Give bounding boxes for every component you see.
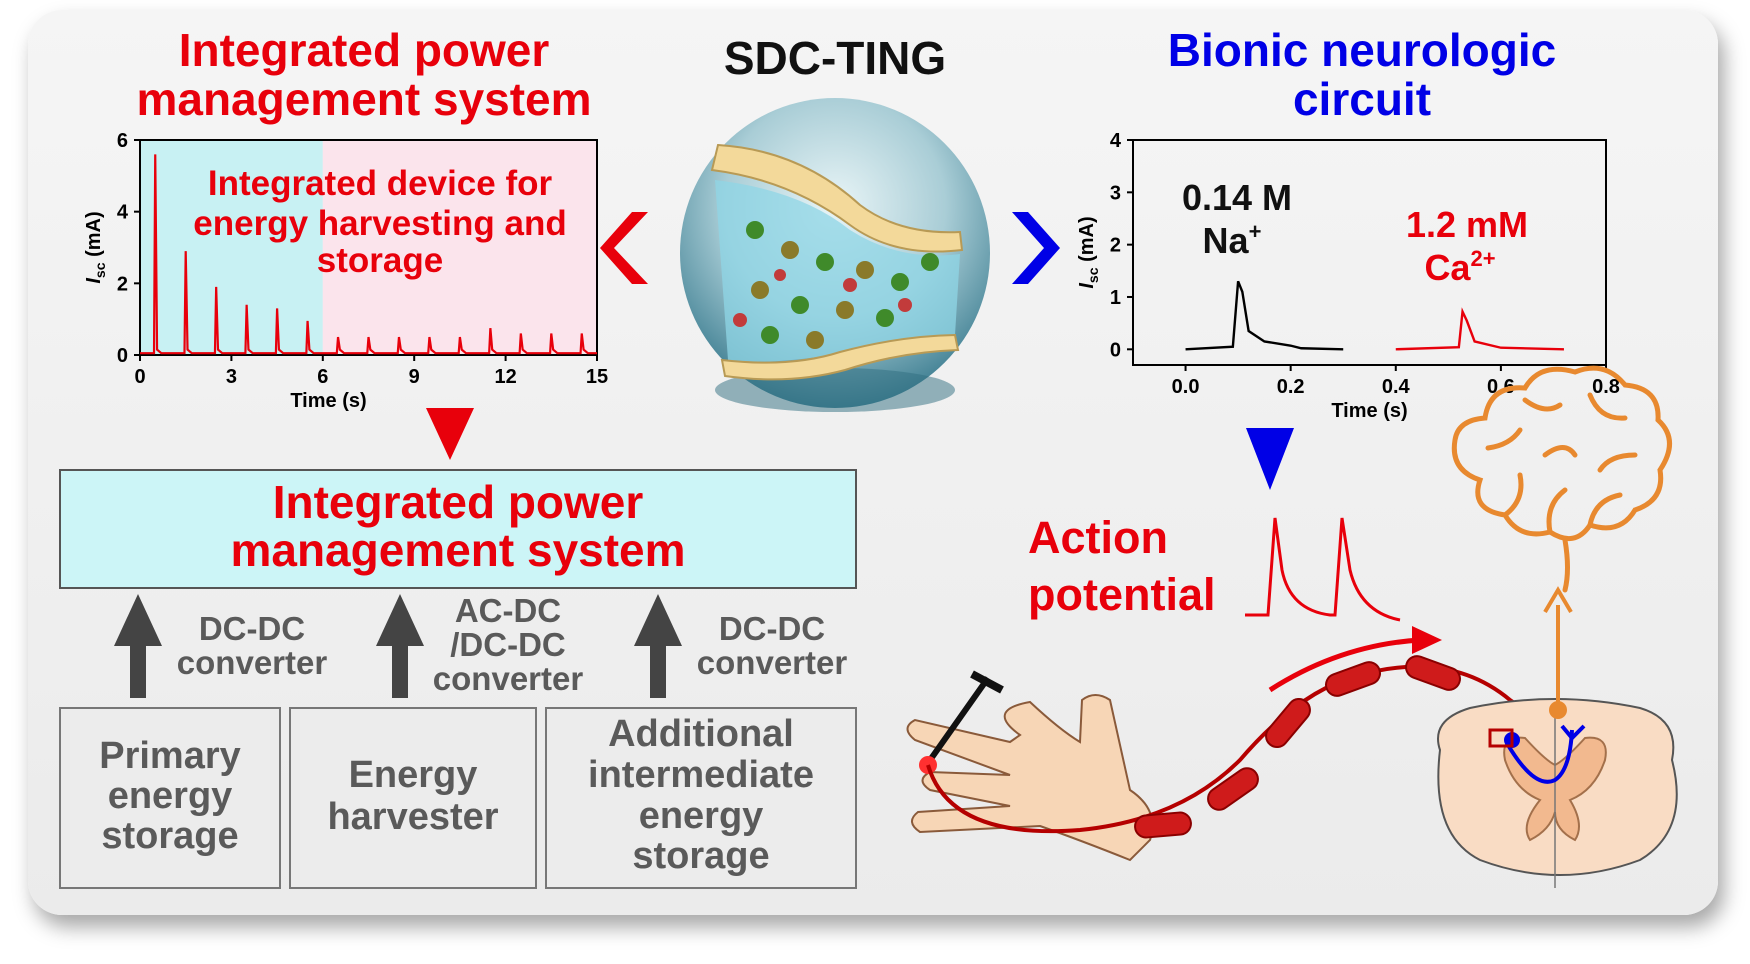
shaded-region [140, 140, 323, 355]
converter-2-line2: /DC-DC [450, 626, 565, 663]
primary-storage-box [59, 707, 281, 889]
power-management-box [59, 469, 857, 589]
action-potential-line1: Action [1028, 512, 1168, 563]
plot-frame [139, 139, 598, 356]
y-tick-label: 0 [117, 345, 128, 367]
harvester-line2: harvester [327, 796, 498, 838]
ca-label-line1: 1.2 mM [1406, 204, 1528, 245]
right-title-line2: circuit [1293, 73, 1431, 125]
harvester-line1: Energy [349, 754, 478, 796]
ca-label-line2: Ca2+ [1424, 246, 1495, 288]
x-axis-label: Time (s) [290, 390, 366, 412]
action-potential-line2: potential [1028, 569, 1216, 620]
shaded-region [322, 140, 597, 355]
converter-3-line1: DC-DC [719, 610, 825, 647]
y-axis-label: Isc (mA) [1076, 216, 1101, 288]
up-arrow-icon [634, 594, 682, 698]
na-label-line2: Na+ [1203, 219, 1262, 261]
converter-2-line3: converter [433, 660, 584, 697]
plot-frame [1132, 139, 1607, 366]
signal-direction-arrow [1268, 637, 1421, 693]
y-tick-label: 4 [117, 202, 129, 224]
series-line [1185, 280, 1344, 351]
left-title-line2: management system [136, 73, 591, 125]
converter-1-line1: DC-DC [199, 610, 305, 647]
x-tick-label: 12 [494, 366, 516, 388]
down-arrow-red-icon [426, 408, 474, 460]
intermediate-storage-box [545, 707, 857, 889]
left-title-line1: Integrated power [179, 24, 550, 76]
action-potential-waveform [1245, 517, 1401, 622]
up-arrow-icon [376, 594, 424, 698]
intermediate-line1: Additional [608, 713, 794, 755]
sdc-ting-device-illustration [680, 98, 990, 412]
brain-pathway-arrow [1543, 586, 1573, 719]
x-tick-label: 0 [134, 366, 145, 388]
series-line [1395, 307, 1564, 351]
x-tick-label: 0.0 [1172, 376, 1200, 398]
chart-annotation-line3: storage [317, 241, 443, 280]
converter-2-line1: AC-DC [455, 592, 561, 629]
x-tick-label: 15 [586, 366, 608, 388]
x-tick-label: 0.4 [1382, 376, 1411, 398]
x-tick-label: 0.6 [1487, 376, 1515, 398]
y-tick-label: 2 [117, 273, 128, 295]
y-tick-label: 0 [1110, 339, 1121, 361]
y-tick-label: 2 [1110, 235, 1121, 257]
intermediate-line4: storage [632, 835, 769, 877]
up-arrow-icon [114, 594, 162, 698]
brain-icon [1451, 365, 1672, 593]
converter-3-line2: converter [697, 644, 848, 681]
myelin-sheaths [1134, 655, 1461, 839]
power-box-line1: Integrated power [273, 476, 644, 528]
x-axis-label: Time (s) [1331, 400, 1407, 422]
y-tick-label: 1 [1110, 287, 1121, 309]
chart-annotation-line1: Integrated device for [208, 164, 553, 203]
energy-harvester-box [289, 707, 537, 889]
power-box-line2: management system [230, 524, 685, 576]
chart-annotation-line2: energy harvesting and [193, 204, 566, 243]
down-arrow-blue-icon [1246, 428, 1294, 490]
intermediate-line3: energy [639, 795, 764, 837]
x-tick-label: 9 [409, 366, 420, 388]
primary-storage-line3: storage [101, 815, 238, 857]
primary-storage-line1: Primary [99, 735, 241, 777]
x-tick-label: 6 [317, 366, 328, 388]
x-tick-label: 0.2 [1277, 376, 1305, 398]
y-tick-label: 6 [117, 130, 128, 152]
intermediate-line2: intermediate [588, 754, 814, 796]
chevron-left-icon [600, 212, 648, 284]
hand-illustration [906, 694, 1154, 862]
y-axis-label: Isc (mA) [83, 211, 108, 283]
y-tick-label: 4 [1110, 130, 1122, 152]
x-tick-label: 0.8 [1592, 376, 1620, 398]
current-series-line [140, 154, 597, 355]
right-title-line1: Bionic neurologic [1168, 24, 1556, 76]
na-label-line1: 0.14 M [1182, 177, 1292, 218]
ion-particles [733, 221, 939, 349]
x-tick-label: 3 [226, 366, 237, 388]
y-tick-label: 3 [1110, 182, 1121, 204]
converter-1-line2: converter [177, 644, 328, 681]
center-title: SDC-TING [724, 32, 946, 84]
spinal-cord-cross-section [1437, 698, 1678, 888]
primary-storage-line2: energy [108, 775, 233, 817]
chevron-right-icon [1012, 212, 1060, 284]
